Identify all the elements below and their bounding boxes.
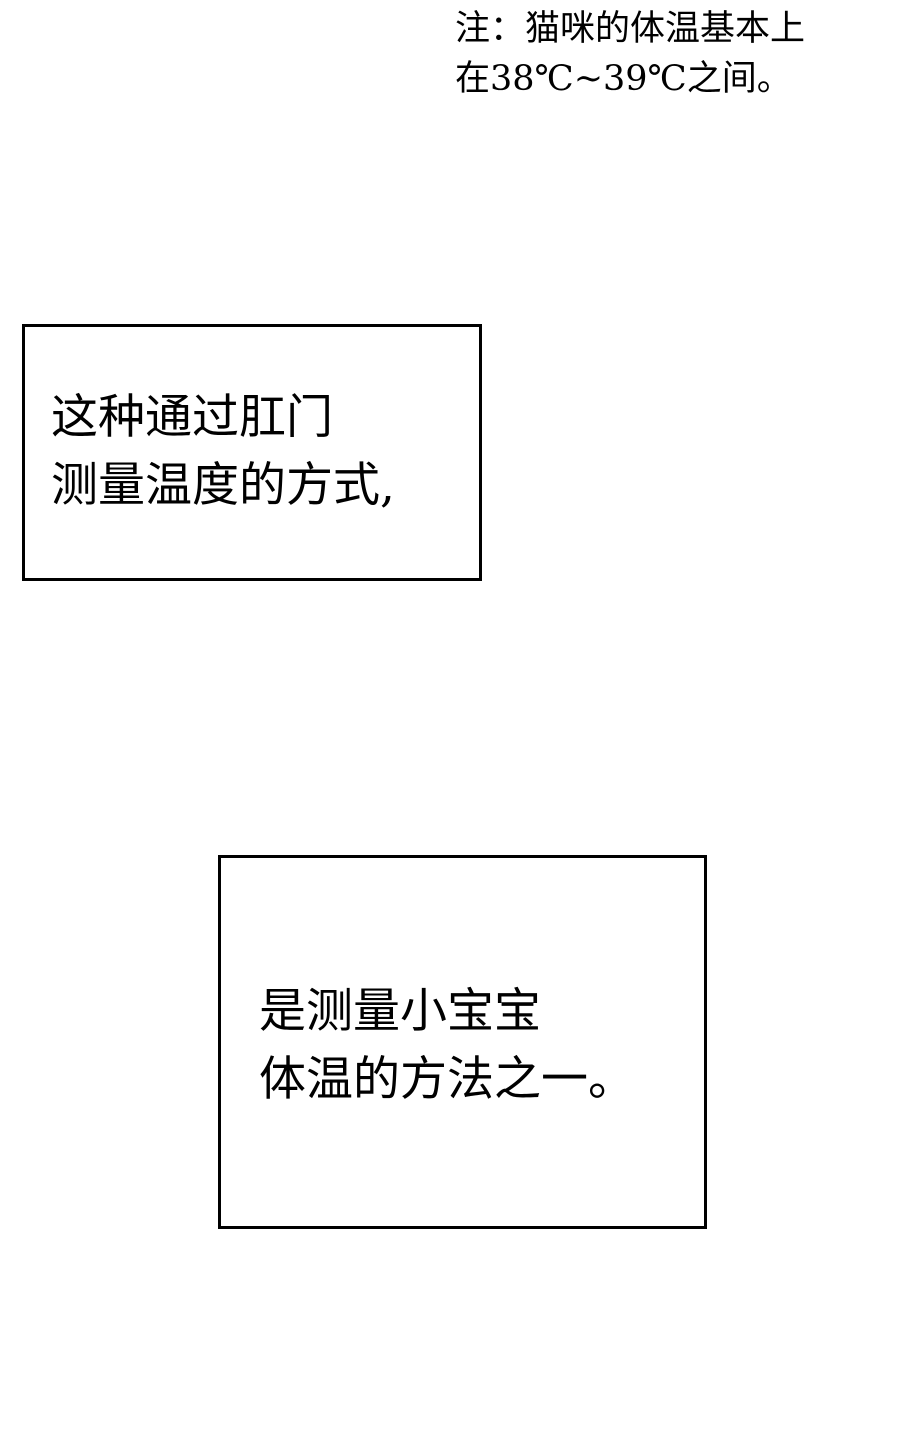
caption-box-1: 这种通过肛门 测量温度的方式, [22,324,482,581]
caption-2-line-1: 是测量小宝宝 [259,984,541,1039]
caption-1-line-2: 测量温度的方式, [51,458,395,513]
note-line-1: 注：猫咪的体温基本上 [455,9,806,49]
caption-2-line-2: 体温的方法之一。 [259,1052,635,1107]
caption-text-1: 这种通过肛门 测量温度的方式, [51,384,395,520]
translator-note: 注：猫咪的体温基本上 在38℃~39℃之间。 [455,4,895,104]
note-line-2: 在38℃~39℃之间。 [455,59,792,99]
caption-1-line-1: 这种通过肛门 [51,390,333,445]
caption-text-2: 是测量小宝宝 体温的方法之一。 [259,978,635,1114]
caption-box-2: 是测量小宝宝 体温的方法之一。 [218,855,707,1229]
